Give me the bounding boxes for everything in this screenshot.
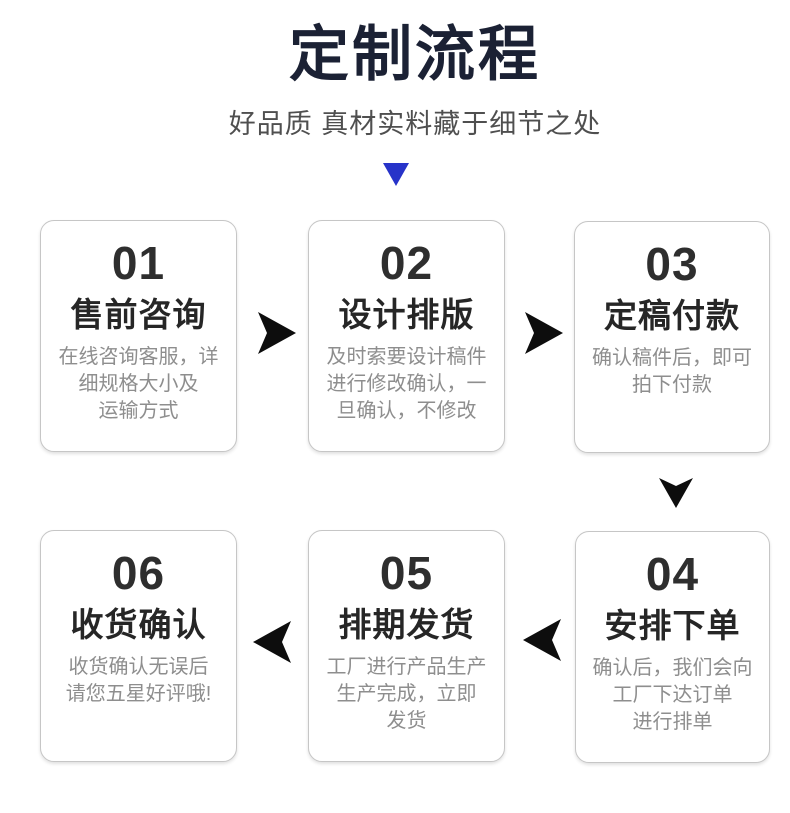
step-number: 03 bbox=[645, 238, 699, 290]
step-description: 收货确认无误后 请您五星好评哦! bbox=[65, 656, 212, 705]
step-number: 01 bbox=[111, 237, 166, 289]
step-card-05: 05 排期发货 工厂进行产品生产 生产完成，立即 发货 bbox=[308, 530, 505, 762]
arrow-left-icon bbox=[522, 618, 562, 662]
step-description: 工厂进行产品生产 生产完成，立即 发货 bbox=[326, 656, 487, 732]
step-description: 确认稿件后，即可 拍下付款 bbox=[592, 347, 752, 396]
step-card-01: 01 售前咨询 在线咨询客服，详 细规格大小及 运输方式 bbox=[40, 220, 237, 452]
step-card-06: 06 收货确认 收货确认无误后 请您五星好评哦! bbox=[40, 530, 237, 762]
step-title: 设计排版 bbox=[338, 296, 475, 333]
step-title: 安排下单 bbox=[604, 607, 741, 644]
blue-down-pointer-icon bbox=[383, 163, 409, 186]
step-number: 04 bbox=[645, 548, 700, 600]
step-number: 05 bbox=[379, 547, 434, 599]
step-title: 售前咨询 bbox=[70, 296, 207, 333]
step-description: 确认后，我们会向 工厂下达订单 进行排单 bbox=[592, 657, 753, 733]
step-number: 06 bbox=[111, 547, 166, 599]
page-subtitle: 好品质 真材实料藏于细节之处 bbox=[228, 109, 602, 139]
step-title: 排期发货 bbox=[338, 606, 475, 643]
step-card-02: 02 设计排版 及时索要设计稿件 进行修改确认，一 旦确认，不修改 bbox=[308, 220, 505, 452]
page-title: 定制流程 bbox=[289, 21, 541, 88]
arrow-right-icon bbox=[524, 311, 564, 355]
step-title: 定稿付款 bbox=[604, 297, 740, 334]
arrow-right-icon bbox=[257, 311, 297, 355]
step-card-03: 03 定稿付款 确认稿件后，即可 拍下付款 bbox=[574, 221, 770, 453]
arrow-left-icon bbox=[252, 620, 292, 664]
arrow-down-icon bbox=[658, 477, 694, 509]
step-card-04: 04 安排下单 确认后，我们会向 工厂下达订单 进行排单 bbox=[575, 531, 770, 763]
header: 定制流程 好品质 真材实料藏于细节之处 bbox=[40, 0, 790, 141]
step-title: 收货确认 bbox=[70, 606, 207, 643]
step-description: 在线咨询客服，详 细规格大小及 运输方式 bbox=[58, 346, 219, 422]
step-description: 及时索要设计稿件 进行修改确认，一 旦确认，不修改 bbox=[326, 346, 487, 422]
step-number: 02 bbox=[379, 237, 434, 289]
